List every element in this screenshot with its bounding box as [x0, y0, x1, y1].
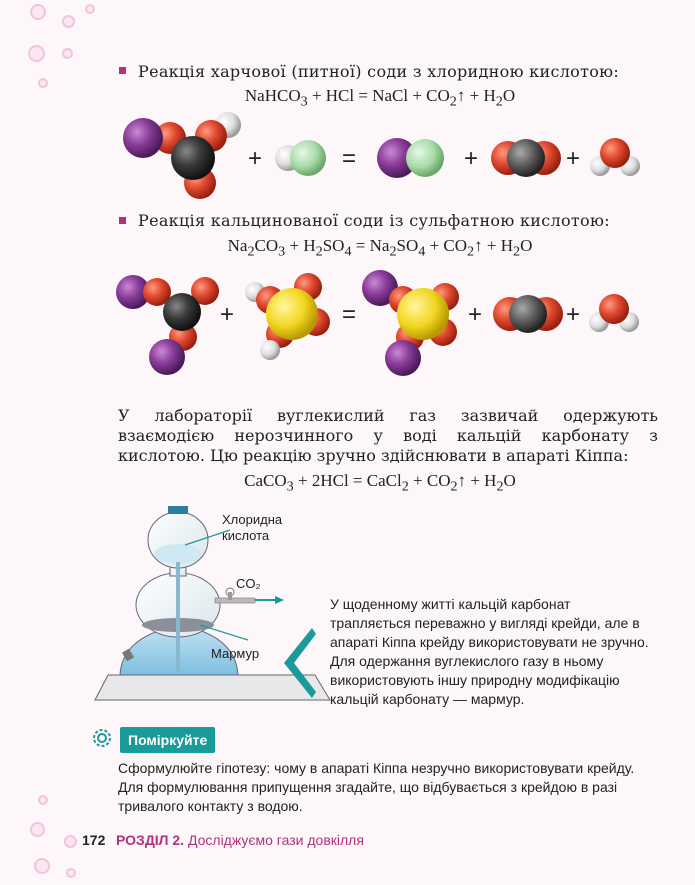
- gear-icon: [93, 729, 111, 747]
- footer-section-label: РОЗДІЛ 2.: [116, 832, 185, 848]
- label-acid-line1: Хлоридна: [222, 512, 283, 527]
- svg-text:+: +: [566, 301, 580, 328]
- svg-text:+: +: [464, 145, 478, 172]
- label-co2: CO₂: [236, 576, 261, 591]
- chevron-left-icon: [284, 628, 316, 698]
- svg-text:+: +: [566, 145, 580, 172]
- decor-circle: [64, 835, 77, 848]
- bullet: [119, 67, 126, 74]
- svg-text:=: =: [342, 301, 356, 328]
- label-acid-line2: кислота: [222, 528, 270, 543]
- reaction1-equation: NaHCO3 + HCl = NaCl + CO2↑ + H2O: [244, 86, 516, 110]
- body-paragraph: У лабораторії вуглекислий газ зазвичай о…: [118, 406, 658, 465]
- reaction2-label: Реакція кальцинованої соди із сульфатною…: [138, 211, 610, 230]
- bullet: [119, 217, 126, 224]
- kipp-apparatus-illustration: [94, 506, 331, 701]
- think-text: Сформулюйте гіпотезу: чому в апараті Кіп…: [118, 760, 635, 814]
- decor-circle: [30, 4, 46, 20]
- svg-text:+: +: [248, 145, 262, 172]
- reaction1-label: Реакція харчової (питної) соди з хлоридн…: [138, 62, 620, 81]
- decor-circle: [62, 48, 73, 59]
- reaction2-equation: Na2CO3 + H2SO4 = Na2SO4 + CO2↑ + H2O: [227, 236, 533, 260]
- label-marble: Мармур: [211, 646, 260, 661]
- svg-text:=: =: [342, 145, 356, 172]
- reaction1-models: + = + +: [123, 112, 640, 199]
- decor-circle: [38, 78, 48, 88]
- decor-circle: [85, 4, 95, 14]
- decor-circle: [30, 822, 45, 837]
- reaction2-models: + = + +: [116, 270, 639, 376]
- svg-text:+: +: [468, 301, 482, 328]
- footer-section-title: Досліджуємо гази довкілля: [187, 832, 364, 848]
- think-tag: Поміркуйте: [120, 727, 216, 753]
- page-number: 172: [82, 832, 106, 848]
- svg-text:+: +: [220, 301, 234, 328]
- decor-circle: [34, 858, 50, 874]
- label-acid: Хлоридна кислота: [222, 512, 282, 544]
- reaction3-equation: CaCO3 + 2HCl = CaCl2 + CO2↑ + H2O: [244, 471, 516, 495]
- decor-circle: [28, 45, 45, 62]
- decor-circle: [38, 795, 48, 805]
- footer-section: РОЗДІЛ 2. Досліджуємо гази довкілля: [116, 832, 364, 848]
- side-note: У щоденному житті кальцій карбонат трапл…: [330, 596, 649, 707]
- decor-circle: [62, 15, 75, 28]
- decor-circle: [66, 868, 76, 878]
